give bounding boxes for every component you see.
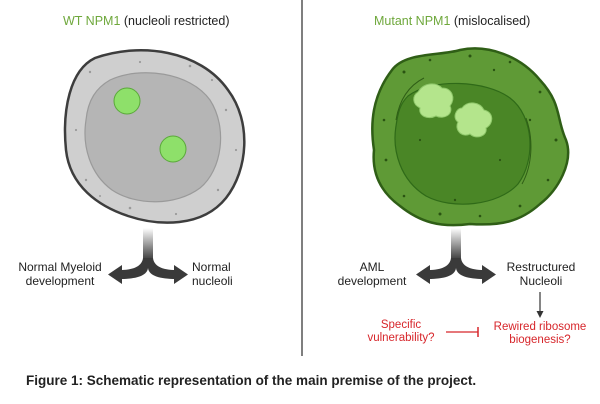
aml-line1: AML [359,260,385,274]
down-arrow [536,292,544,318]
mutant-title-highlight: Mutant NPM1 [374,14,451,28]
restructured-line2: Nucleoli [519,274,563,288]
wt-title-rest: (nucleoli restricted) [120,14,230,28]
ribosome-line1: Rewired ribosome [493,321,587,333]
aml-line2: development [337,274,407,288]
normal-nucleoli-line2: nucleoli [192,274,233,288]
inhibition-arrow [446,327,479,337]
aml-development-label: AML development [333,260,411,288]
restructured-nucleoli-label: Restructured Nucleoli [499,260,583,288]
wt-title: WT NPM1 (nucleoli restricted) [63,14,230,28]
vulnerability-line2: vulnerability? [367,332,435,344]
normal-myeloid-line2: development [25,274,95,288]
mutant-nucleolus-2 [454,102,493,138]
right-branch-arrow [416,228,496,284]
wt-nucleolus-2 [159,135,187,163]
left-branch-arrow [108,228,188,284]
rewired-ribosome-label: Rewired ribosome biogenesis? [484,321,596,347]
normal-nucleoli-line1: Normal [192,260,231,274]
specific-vulnerability-label: Specific vulnerability? [360,319,442,345]
wt-title-highlight: WT NPM1 [63,14,121,28]
mutant-title: Mutant NPM1 (mislocalised) [374,14,530,28]
wt-nucleolus-1 [113,87,141,115]
figure-caption: Figure 1: Schematic representation of th… [26,373,477,388]
ribosome-line2: biogenesis? [509,334,571,346]
normal-myeloid-label: Normal Myeloid development [14,260,106,288]
wt-cell [63,49,246,224]
mutant-cell [371,47,570,227]
mutant-nucleolus-1 [413,83,454,119]
normal-myeloid-line1: Normal Myeloid [18,260,102,274]
vulnerability-line1: Specific [380,319,422,331]
normal-nucleoli-label: Normal nucleoli [192,260,252,288]
wt-nucleus [84,72,222,203]
mutant-title-rest: (mislocalised) [450,14,531,28]
restructured-line1: Restructured [506,260,576,274]
